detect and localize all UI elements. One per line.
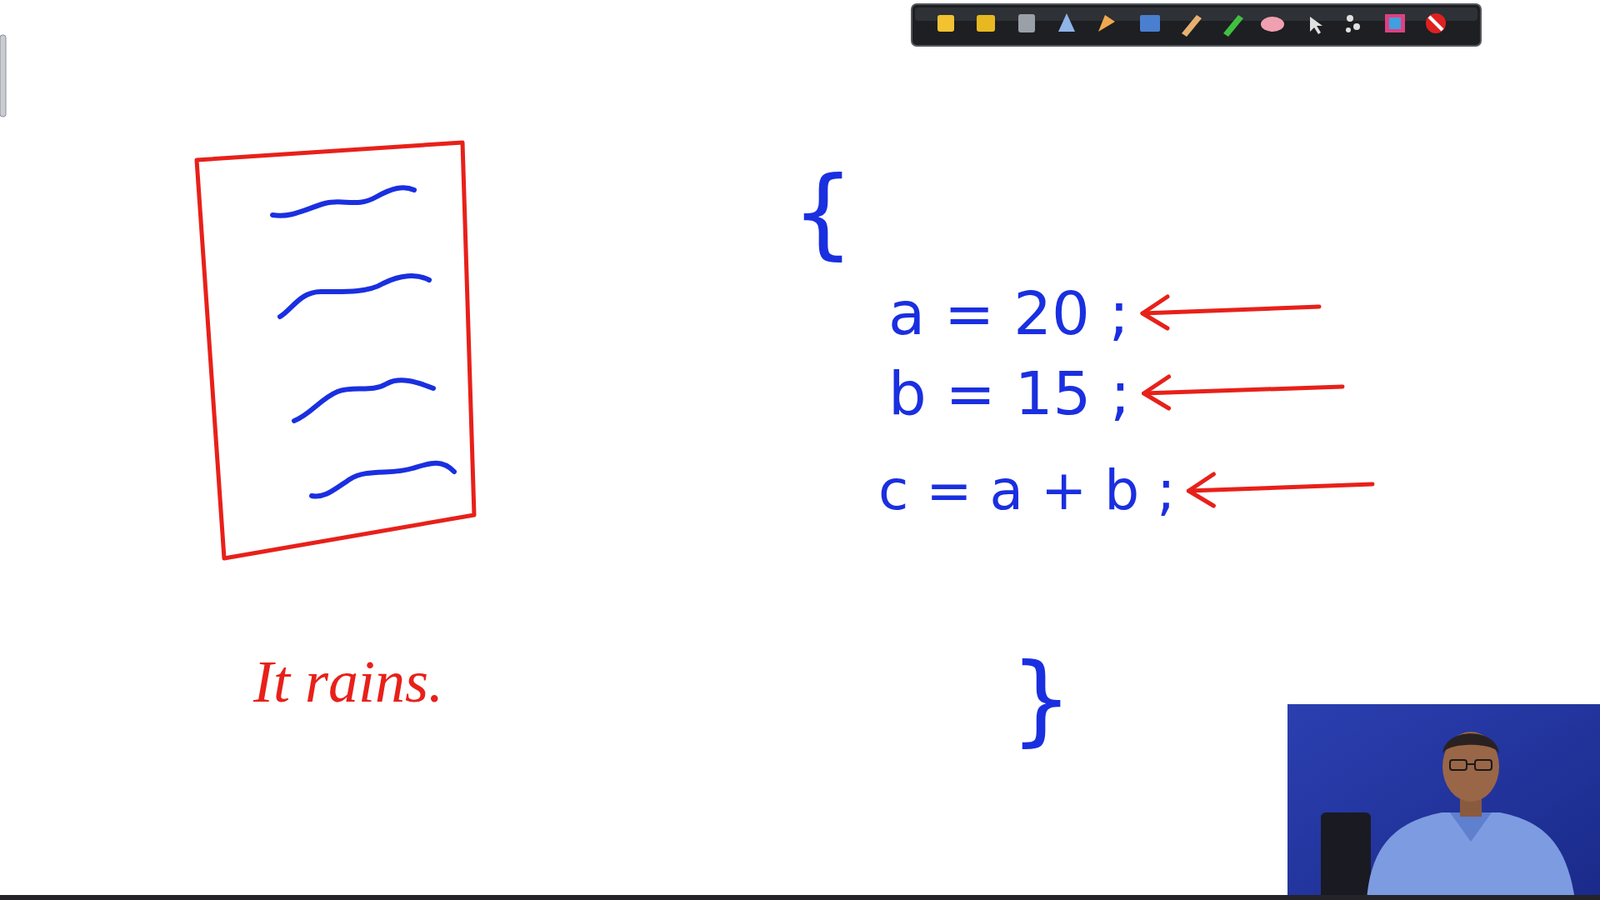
open-brace: { (791, 163, 855, 262)
bottom-strip (0, 895, 1600, 900)
page-outline (196, 142, 475, 559)
close-brace: } (1010, 650, 1073, 749)
toolbar (911, 4, 1481, 46)
pointer-arrow (1144, 376, 1343, 409)
pointer-arrow (1142, 296, 1320, 329)
code-line: c = a + b ; (878, 463, 1175, 519)
text-squiggles (272, 187, 455, 496)
pointer-arrow (1188, 474, 1373, 506)
edge-tab (0, 35, 6, 117)
code-line: b = 15 ; (888, 363, 1131, 424)
code-line: a = 20 ; (888, 283, 1130, 344)
note-text: It rains. (253, 651, 444, 712)
presenter-video (1287, 704, 1600, 900)
